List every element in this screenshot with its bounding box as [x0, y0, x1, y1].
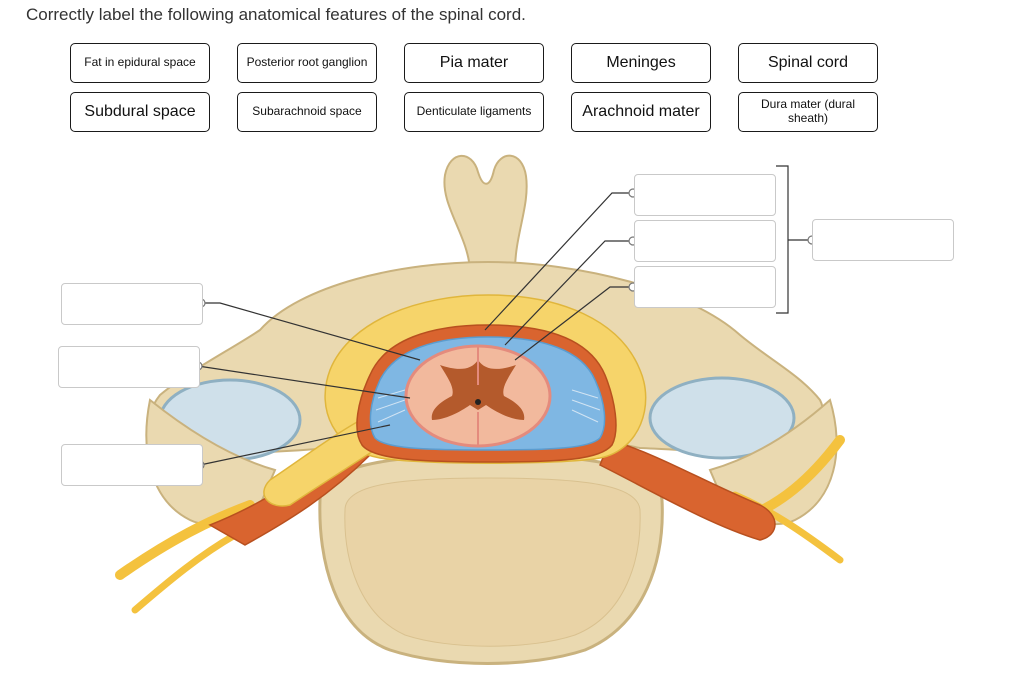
label-tile-pia-mater[interactable]: Pia mater [404, 43, 544, 83]
central-canal [475, 399, 481, 405]
drop-target-left-1[interactable] [61, 283, 203, 325]
label-tile-denticulate-ligaments[interactable]: Denticulate ligaments [404, 92, 544, 132]
drop-target-left-2[interactable] [58, 346, 200, 388]
drop-target-right-3[interactable] [634, 266, 776, 308]
leader-line-7 [199, 424, 391, 466]
vertebral-body-inner [344, 477, 641, 647]
drop-target-right-2[interactable] [634, 220, 776, 262]
drop-target-left-3[interactable] [61, 444, 203, 486]
left-nerve-branch [131, 531, 239, 614]
leader-line-3 [514, 286, 633, 361]
label-tile-spinal-cord[interactable]: Spinal cord [738, 43, 878, 83]
label-tile-dura-mater-dural-sheath[interactable]: Dura mater (dural sheath) [738, 92, 878, 132]
leader-line-2 [504, 240, 633, 346]
label-tile-arachnoid-mater[interactable]: Arachnoid mater [571, 92, 711, 132]
right-articular-facet [648, 376, 796, 460]
label-tile-meninges[interactable]: Meninges [571, 43, 711, 83]
label-tile-subdural-space[interactable]: Subdural space [70, 92, 210, 132]
label-tile-posterior-root-ganglion[interactable]: Posterior root ganglion [237, 43, 377, 83]
drop-target-right-1[interactable] [634, 174, 776, 216]
spinous-process [443, 154, 528, 271]
leader-line-5 [201, 302, 421, 361]
label-tile-fat-in-epidural-space[interactable]: Fat in epidural space [70, 43, 210, 83]
drop-target-meninges-bracket[interactable] [812, 219, 954, 261]
denticulate-ligament-strands [375, 389, 601, 423]
leader-line-6 [197, 365, 411, 399]
question-instruction: Correctly label the following anatomical… [26, 5, 526, 24]
meninges-bracket [776, 165, 789, 314]
gray-matter [431, 360, 525, 420]
leader-line-1 [484, 192, 633, 331]
right-dural-sheath [599, 439, 776, 541]
left-spinal-nerve [115, 500, 255, 580]
label-tile-subarachnoid-space[interactable]: Subarachnoid space [237, 92, 377, 132]
